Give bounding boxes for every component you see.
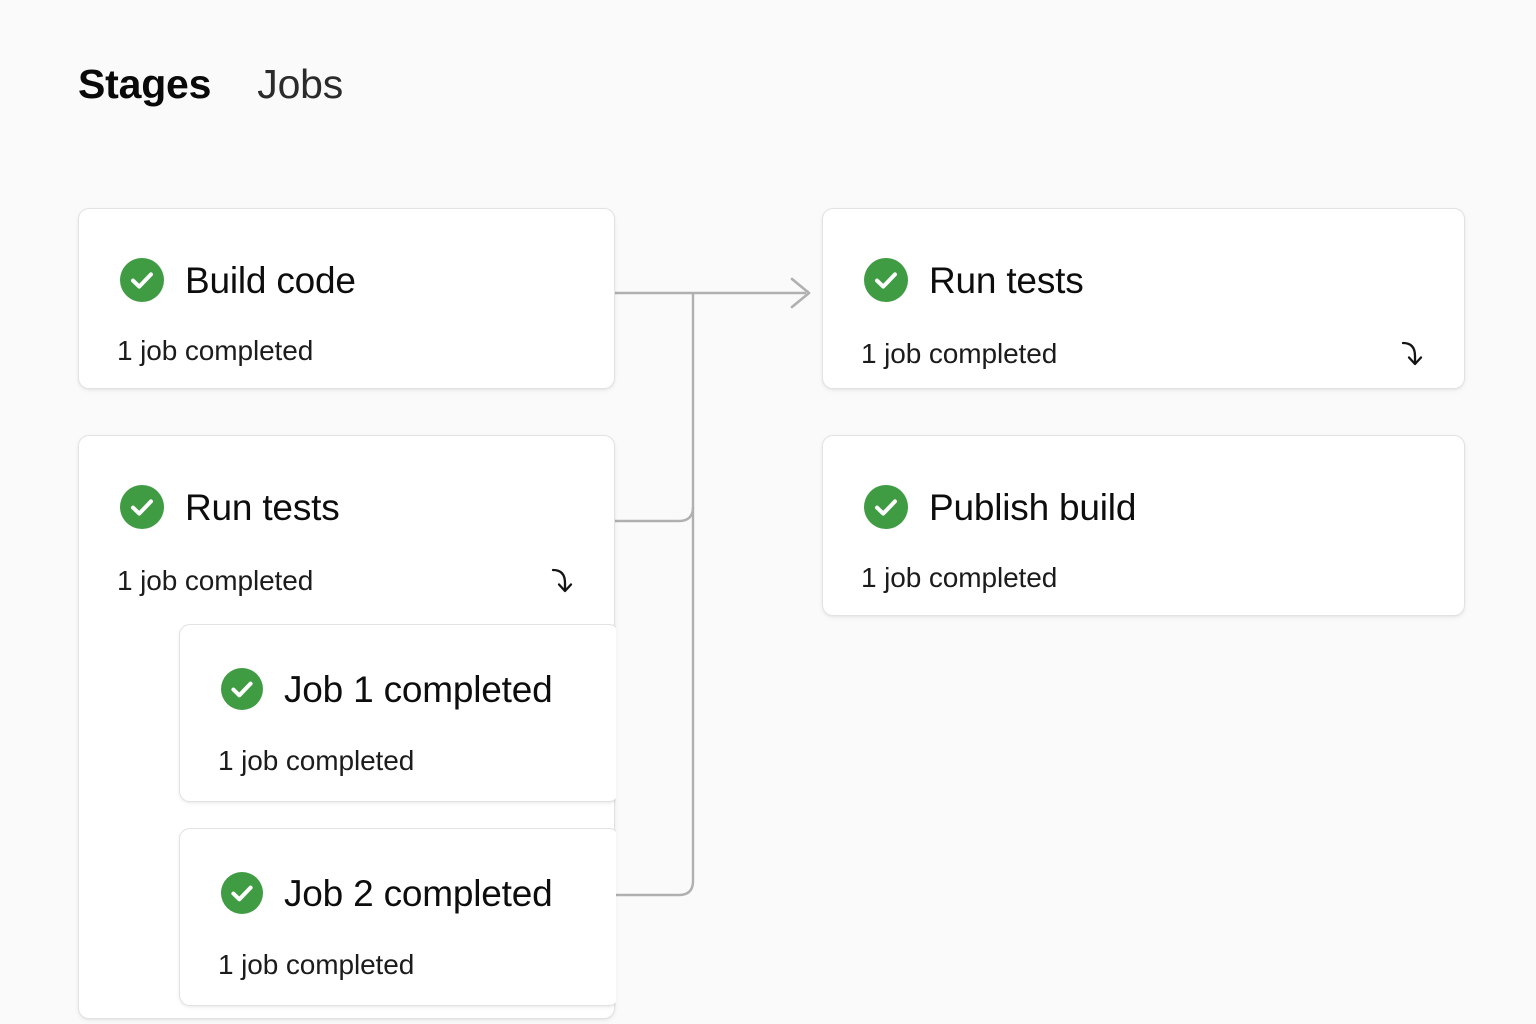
job-title: Publish build <box>929 486 1137 528</box>
job-column-card-run-tests[interactable]: Run tests 1 job completed <box>822 208 1465 389</box>
stage-card-run-tests[interactable]: Run tests 1 job completed <box>78 435 616 1020</box>
stage-subtitle: 1 job completed <box>117 335 314 366</box>
job-column-card-publish-build[interactable]: Publish build 1 job completed <box>822 435 1465 616</box>
check-circle-icon <box>120 485 164 529</box>
check-circle-icon <box>221 668 263 710</box>
job-header: Run tests <box>864 258 1084 302</box>
job-footer: 1 job completed <box>861 337 1428 371</box>
arrowhead-to-run-tests <box>790 277 811 309</box>
stage-card-build-code[interactable]: Build code 1 job completed <box>78 208 615 389</box>
job-title: Run tests <box>929 259 1084 301</box>
connector-run-tests-stage-to-trunk <box>615 506 695 523</box>
job-footer: 1 job completed <box>861 564 1428 592</box>
check-circle-icon <box>221 872 263 914</box>
stage-footer: 1 job completed <box>117 564 578 598</box>
job-subtitle: 1 job completed <box>861 562 1058 593</box>
job-header: Job 2 completed <box>221 872 553 914</box>
job-footer: 1 job completed <box>218 747 583 775</box>
connector-trunk-vertical <box>615 293 695 897</box>
tab-jobs[interactable]: Jobs <box>257 61 344 107</box>
job-subtitle: 1 job completed <box>861 338 1058 369</box>
stage-header: Run tests <box>120 485 340 529</box>
job-card-job-1[interactable]: Job 1 completed 1 job completed <box>179 624 616 802</box>
jump-to-icon[interactable] <box>1394 337 1428 371</box>
job-footer: 1 job completed <box>218 951 583 979</box>
nested-jobs-container: Job 1 completed 1 job completed Job 2 co… <box>79 436 616 1020</box>
job-subtitle: 1 job completed <box>218 745 415 776</box>
tab-stages[interactable]: Stages <box>78 61 212 107</box>
job-card-job-2[interactable]: Job 2 completed 1 job completed <box>179 828 616 1006</box>
jump-to-icon[interactable] <box>544 564 578 598</box>
job-title: Job 1 completed <box>284 668 553 710</box>
stage-header: Build code <box>120 258 356 302</box>
stage-title: Build code <box>185 259 356 301</box>
stage-title: Run tests <box>185 486 340 528</box>
view-tabs: Stages Jobs <box>78 64 343 105</box>
check-circle-icon <box>864 485 908 529</box>
job-header: Publish build <box>864 485 1136 529</box>
check-circle-icon <box>864 258 908 302</box>
job-title: Job 2 completed <box>284 872 553 914</box>
stage-subtitle: 1 job completed <box>117 565 314 596</box>
stage-footer: 1 job completed <box>117 337 578 365</box>
check-circle-icon <box>120 258 164 302</box>
job-subtitle: 1 job completed <box>218 949 415 980</box>
job-header: Job 1 completed <box>221 668 553 710</box>
